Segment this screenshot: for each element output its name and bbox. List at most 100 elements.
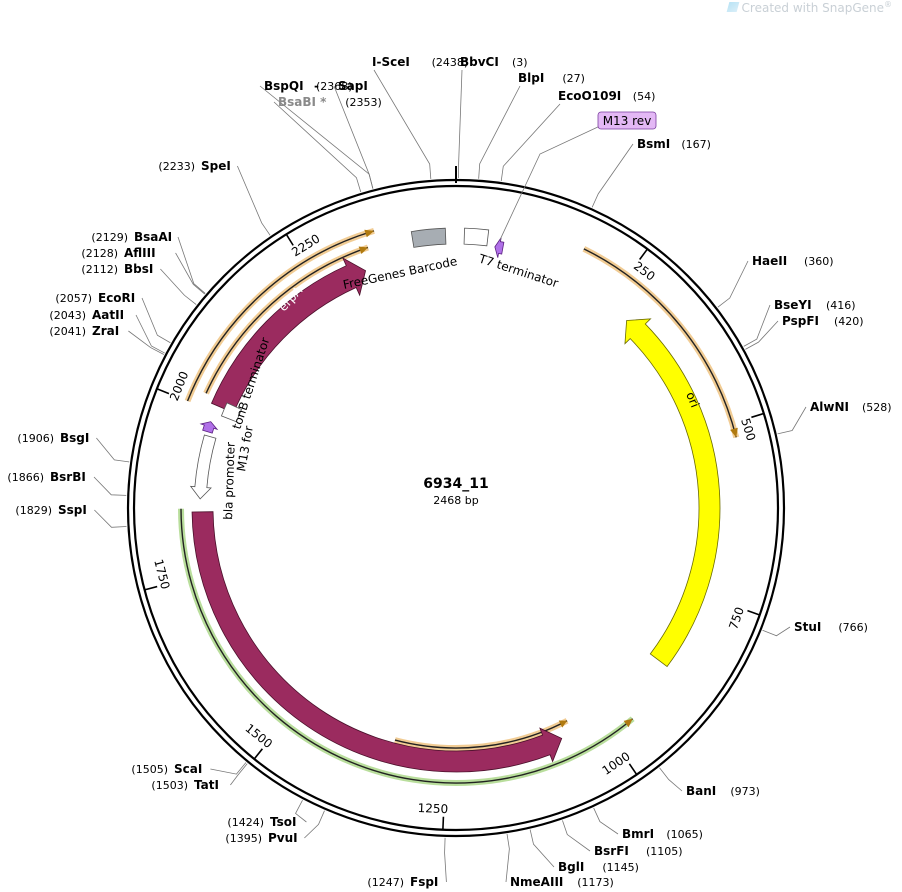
enzyme-blpi[interactable]: BlpI(27) bbox=[518, 71, 585, 85]
enzyme-bseyi[interactable]: BseYI(416) bbox=[774, 298, 856, 312]
enzyme-bspqi[interactable]: BspQI(2368) bbox=[264, 79, 353, 93]
enzyme-bmri[interactable]: BmrI (1065) bbox=[622, 827, 703, 841]
orf-bottom bbox=[394, 718, 569, 751]
enzyme-aatii[interactable]: AatII(2043) bbox=[49, 308, 124, 322]
primer-m13rev-text: M13 rev bbox=[603, 114, 652, 128]
enzyme-stui[interactable]: StuI(766) bbox=[794, 620, 868, 634]
enzyme-bbsi[interactable]: BbsI (2112) bbox=[81, 262, 153, 276]
enzyme-bani[interactable]: BanI(973) bbox=[686, 784, 760, 798]
label-t7-terminator[interactable]: T7 terminator bbox=[476, 251, 560, 290]
enzyme-pspfi[interactable]: PspFI(420) bbox=[782, 314, 864, 328]
enzyme-name: AflIII bbox=[124, 246, 156, 260]
orf-inner-left bbox=[203, 244, 369, 395]
enzyme-haeii[interactable]: HaeII(360) bbox=[752, 254, 834, 268]
enzyme-afliii[interactable]: AflIII (2128) bbox=[81, 246, 155, 260]
tick-label-1750: 1750 bbox=[151, 558, 172, 591]
feature-bla[interactable] bbox=[191, 511, 563, 773]
enzyme-name: ZraI bbox=[92, 324, 119, 338]
tick-1500 bbox=[253, 748, 264, 760]
enzyme-pos: (1145) bbox=[602, 861, 639, 874]
enzyme-tsoi[interactable]: TsoI (1424) bbox=[227, 815, 296, 829]
enzyme-name: BsaAI bbox=[134, 230, 172, 244]
feature-freegenes-barcode[interactable] bbox=[410, 227, 447, 248]
enzyme-pos: (1829) bbox=[15, 504, 52, 517]
snapgene-watermark: Created with SnapGene® bbox=[726, 0, 892, 15]
enzyme-name: EcoO109I bbox=[558, 89, 621, 103]
enzyme-bgli[interactable]: BglI(1145) bbox=[558, 860, 639, 874]
enzyme-zrai[interactable]: ZraI (2041) bbox=[49, 324, 119, 338]
enzyme-sspi[interactable]: SspI (1829) bbox=[15, 503, 86, 517]
enzyme-pos: (2041) bbox=[49, 325, 86, 338]
primer-m13rev-label[interactable]: M13 rev bbox=[597, 111, 657, 130]
feature-tonB-terminator[interactable] bbox=[220, 402, 243, 423]
tick-label-750: 750 bbox=[726, 605, 747, 631]
enzyme-pos: (2112) bbox=[81, 263, 118, 276]
tick-250 bbox=[639, 248, 649, 260]
enzyme-scai[interactable]: ScaI(1505) bbox=[131, 762, 202, 776]
tick-1000 bbox=[628, 763, 638, 775]
enzyme-pos: (54) bbox=[633, 90, 656, 103]
tick-2000 bbox=[156, 388, 170, 395]
enzyme-ecori[interactable]: EcoRI(2057) bbox=[55, 291, 135, 305]
enzyme-pos: (1395) bbox=[225, 832, 262, 845]
enzyme-name: SpeI bbox=[201, 159, 231, 173]
tick-label-500: 500 bbox=[738, 417, 758, 443]
feature-primer-m13rev[interactable] bbox=[494, 237, 505, 258]
tick-2250 bbox=[285, 233, 294, 246]
label-bla[interactable]: bla bbox=[349, 714, 370, 732]
feature-primer-m13for[interactable] bbox=[199, 421, 219, 434]
enzyme-pos: (1173) bbox=[577, 876, 614, 889]
enzyme-iscei[interactable]: I-SceI(2438) bbox=[372, 55, 468, 69]
enzyme-name: TatI bbox=[194, 778, 219, 792]
enzyme-name: SspI bbox=[58, 503, 87, 517]
enzyme-bsrfi[interactable]: BsrFI(1105) bbox=[594, 844, 683, 858]
feature-ori[interactable] bbox=[624, 318, 721, 668]
enzyme-fspi[interactable]: FspI(1247) bbox=[367, 875, 438, 889]
enzyme-name: TsoI bbox=[270, 815, 296, 829]
enzyme-pos: (2043) bbox=[49, 309, 86, 322]
enzyme-pos: (1065) bbox=[666, 828, 703, 841]
enzyme-alwni[interactable]: AlwNI(528) bbox=[810, 400, 892, 414]
enzyme-name: I-SceI bbox=[372, 55, 410, 69]
label-bla-promoter[interactable]: bla promoter bbox=[221, 442, 238, 520]
enzyme-pos: (2129) bbox=[91, 231, 128, 244]
enzyme-bbvci[interactable]: BbvCI(3) bbox=[460, 55, 528, 69]
enzyme-pos: (2233) bbox=[158, 160, 195, 173]
tick-label-1000: 1000 bbox=[600, 749, 633, 778]
enzyme-pos: (2128) bbox=[81, 247, 118, 260]
feature-bla-promoter[interactable] bbox=[189, 434, 217, 500]
enzyme-bsrbi[interactable]: BsrBI(1866) bbox=[7, 470, 85, 484]
enzyme-name: EcoRI bbox=[98, 291, 135, 305]
enzyme-name: BseYI bbox=[774, 298, 812, 312]
orf-arcs bbox=[178, 228, 740, 786]
label-ori[interactable]: ori bbox=[683, 390, 702, 410]
enzyme-pos: (973) bbox=[730, 785, 760, 798]
enzyme-bsabi[interactable]: BsaBI *(2353) bbox=[278, 95, 382, 109]
enzyme-bsgi[interactable]: BsgI(1906) bbox=[17, 431, 89, 445]
enzyme-bsmi[interactable]: BsmI (167) bbox=[637, 137, 711, 151]
feature-erpA[interactable] bbox=[210, 257, 367, 414]
enzyme-pvui[interactable]: PvuI(1395) bbox=[225, 831, 297, 845]
feature-t7-terminator[interactable] bbox=[463, 227, 490, 247]
enzyme-pos: (766) bbox=[838, 621, 868, 634]
enzyme-pos: (1503) bbox=[151, 779, 188, 792]
enzyme-name: FspI bbox=[410, 875, 438, 889]
enzyme-name: BbsI bbox=[124, 262, 153, 276]
plasmid-name: 6934_11 bbox=[423, 476, 489, 492]
enzyme-nmeaiii[interactable]: NmeAIII (1173) bbox=[510, 875, 614, 889]
enzyme-pos: (420) bbox=[834, 315, 864, 328]
enzyme-spei[interactable]: SpeI (2233) bbox=[158, 159, 230, 173]
primer-m13rev-box bbox=[597, 111, 657, 130]
enzyme-name: BmrI bbox=[622, 827, 654, 841]
watermark-reg: ® bbox=[884, 0, 892, 9]
enzyme-name: NmeAIII bbox=[510, 875, 563, 889]
enzyme-pos: (167) bbox=[681, 138, 711, 151]
plasmid-length: 2468 bp bbox=[433, 494, 479, 507]
enzyme-ecoo109i[interactable]: EcoO109I (54) bbox=[558, 89, 655, 103]
enzyme-bsaai[interactable]: BsaAI (2129) bbox=[91, 230, 172, 244]
enzyme-sapi[interactable]: SapI- bbox=[314, 79, 368, 93]
enzyme-pos: (1424) bbox=[227, 816, 264, 829]
enzyme-tati[interactable]: TatI (1503) bbox=[151, 778, 219, 792]
enzyme-name: BsmI bbox=[637, 137, 670, 151]
tick-label-1500: 1500 bbox=[243, 721, 276, 751]
